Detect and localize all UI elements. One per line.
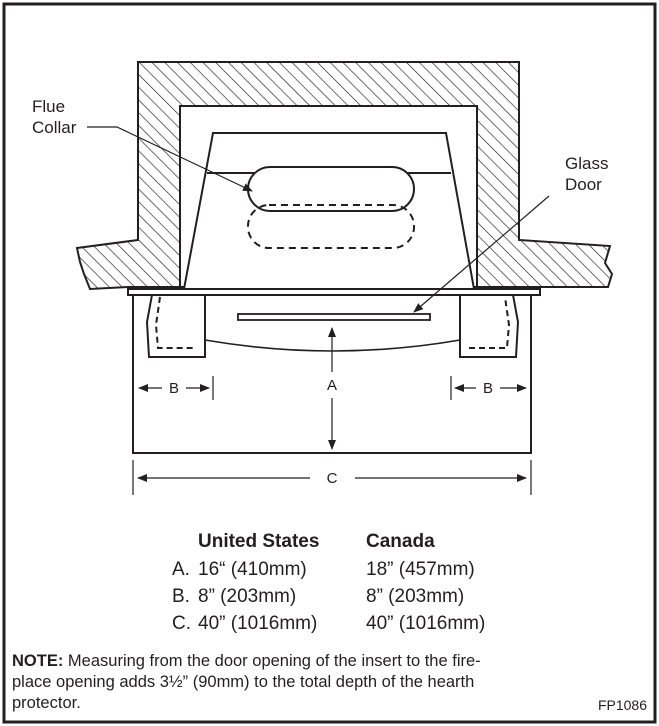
glass-door-label-line2: Door xyxy=(565,175,602,194)
row-c-key: C. xyxy=(172,613,191,634)
dimension-c xyxy=(132,460,532,495)
hearth-protector-outline xyxy=(132,295,532,454)
row-c-canada: 40” (1016mm) xyxy=(366,613,485,634)
row-a-us: 16“ (410mm) xyxy=(198,559,307,580)
table-header-us: United States xyxy=(198,531,319,552)
flue-collar xyxy=(247,166,415,249)
flue-collar-label-line2: Collar xyxy=(32,118,77,137)
dimensions-table: United States Canada A. 16“ (410mm) 18” … xyxy=(172,531,485,634)
row-c-us: 40” (1016mm) xyxy=(198,613,317,634)
note-text-1: Measuring from the door opening of the i… xyxy=(63,652,480,670)
table-header-canada: Canada xyxy=(366,531,435,552)
flue-collar-label-line1: Flue xyxy=(32,97,65,116)
note-line-1: NOTE: Measuring from the door opening of… xyxy=(12,652,481,670)
note-prefix: NOTE: xyxy=(12,652,63,670)
dimension-b-left-label: B xyxy=(169,380,179,397)
row-b-key: B. xyxy=(172,586,190,607)
note-line-2: place opening adds 3½” (90mm) to the tot… xyxy=(12,673,474,691)
fireplace-masonry xyxy=(75,61,614,291)
row-a-key: A. xyxy=(172,559,190,580)
note-block: NOTE: Measuring from the door opening of… xyxy=(12,652,481,712)
glass-door-label-line1: Glass xyxy=(565,154,608,173)
dimension-b-right-label: B xyxy=(483,380,493,397)
row-a-canada: 18” (457mm) xyxy=(366,559,475,580)
insert-legs xyxy=(145,294,520,358)
dimension-c-label: C xyxy=(327,470,338,487)
door-opening-curve xyxy=(204,339,461,352)
leader-lines xyxy=(87,126,550,313)
glass-door xyxy=(237,313,431,321)
dimension-b-left xyxy=(138,376,214,400)
row-b-us: 8” (203mm) xyxy=(198,586,296,607)
dimension-b-right xyxy=(450,376,527,400)
row-b-canada: 8” (203mm) xyxy=(366,586,464,607)
note-line-3: protector. xyxy=(12,694,81,712)
figure-code: FP1086 xyxy=(598,697,647,713)
hearth-plate xyxy=(127,288,541,296)
dimension-a-label: A xyxy=(327,377,337,394)
